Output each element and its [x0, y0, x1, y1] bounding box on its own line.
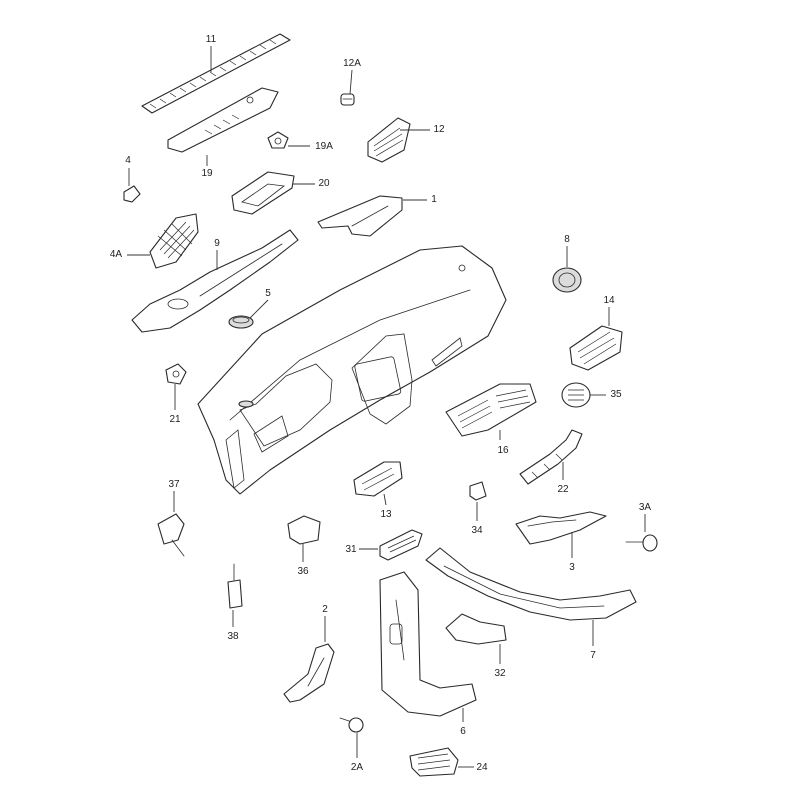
callout-7: 7	[590, 650, 596, 661]
leader-line-13	[383, 493, 387, 506]
part-38-connector	[227, 563, 243, 609]
callout-2: 2	[322, 604, 328, 615]
part-20-trim-bezel	[231, 171, 295, 215]
callout-6: 6	[460, 726, 466, 737]
part-19-defroster-panel	[167, 87, 279, 153]
part-3a-screw	[625, 534, 658, 552]
callout-11: 11	[206, 34, 217, 45]
part-16-center-vent	[445, 383, 537, 437]
callout-9: 9	[214, 238, 220, 249]
part-12a-clip	[340, 93, 355, 106]
callout-3: 3	[569, 562, 575, 573]
callout-36: 36	[297, 566, 309, 577]
leader-line-5	[249, 299, 269, 319]
part-37-sensor	[157, 513, 185, 557]
part-13-lower-vent	[353, 461, 403, 497]
part-24-grille	[409, 747, 459, 777]
part-14-right-vent	[569, 325, 623, 371]
callout-12: 12	[433, 124, 445, 135]
part-31-switch-strip	[379, 529, 423, 561]
dashboard-body	[197, 245, 507, 495]
callout-5: 5	[265, 288, 271, 299]
part-19a-clip	[267, 131, 289, 149]
callout-24: 24	[476, 762, 488, 773]
part-2a-screw	[339, 717, 364, 733]
part-35-round-vent	[561, 382, 591, 408]
callout-34: 34	[471, 525, 483, 536]
callout-14: 14	[603, 295, 615, 306]
part-1-cover	[317, 195, 403, 237]
callout-8: 8	[564, 234, 570, 245]
callout-32: 32	[494, 668, 506, 679]
callout-19a: 19A	[315, 141, 333, 152]
part-36-module	[287, 515, 321, 545]
callout-19: 19	[201, 168, 213, 179]
callout-38: 38	[227, 631, 239, 642]
callout-16: 16	[497, 445, 509, 456]
part-7-floor-duct	[425, 547, 637, 621]
part-4a-vent-grille	[149, 213, 199, 269]
part-11-defroster-strip	[141, 33, 291, 114]
callout-21: 21	[169, 414, 181, 425]
part-34-clip	[469, 481, 487, 501]
part-8-cap	[552, 267, 582, 293]
callout-1: 1	[431, 194, 437, 205]
part-3-bracket	[515, 511, 607, 545]
part-2-bracket	[283, 643, 335, 703]
callout-35: 35	[610, 389, 622, 400]
part-4-clip	[123, 185, 141, 203]
callout-2a: 2A	[351, 762, 364, 773]
part-21-clip	[165, 363, 187, 385]
part-22-hose	[519, 429, 583, 485]
callout-22: 22	[557, 484, 569, 495]
callout-4a: 4A	[110, 249, 123, 260]
leader-lines	[127, 46, 646, 768]
callout-37: 37	[168, 479, 180, 490]
callout-4: 4	[125, 155, 131, 166]
callout-20: 20	[318, 178, 330, 189]
leader-line-12a	[349, 69, 353, 95]
callout-31: 31	[345, 544, 357, 555]
part-5-sensor	[228, 315, 254, 329]
callout-13: 13	[380, 509, 392, 520]
part-12-side-vent	[367, 117, 411, 163]
part-6-console-duct	[379, 571, 477, 717]
callout-12a: 12A	[343, 58, 361, 69]
part-9-pillar-trim	[131, 229, 299, 333]
part-32-duct-piece	[445, 613, 507, 645]
callout-3a: 3A	[639, 502, 652, 513]
